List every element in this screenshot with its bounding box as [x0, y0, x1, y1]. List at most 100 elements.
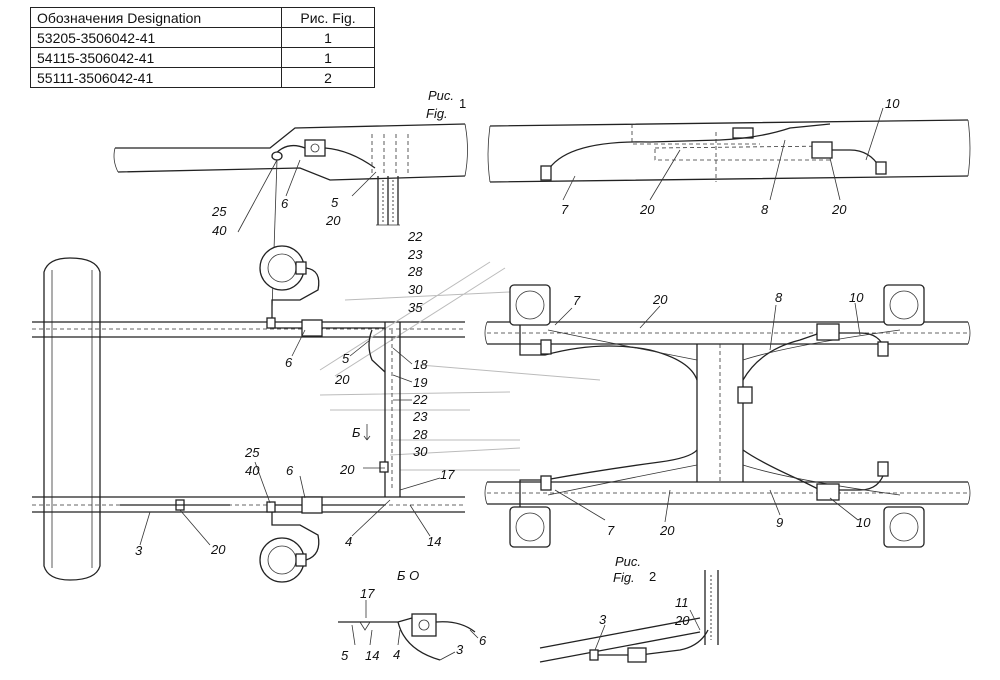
callout-7: 7 [607, 523, 615, 538]
callout-9: 9 [776, 515, 783, 530]
row-designation: 55111-3506042-41 [30, 67, 282, 88]
frame-top-edge [115, 123, 466, 149]
figure2-caption-en: Fig. [613, 570, 635, 585]
callout-22: 22 [407, 229, 423, 244]
figure1-caption-en: Fig. [426, 106, 448, 121]
table-header-row: Обозначения Designation Рис. Fig. [30, 7, 375, 28]
callout-20: 20 [339, 462, 355, 477]
fig2-chassis-plan [484, 284, 971, 548]
relay-valve-icon [301, 496, 323, 514]
callout-35: 35 [408, 300, 423, 315]
callout-5: 5 [342, 351, 350, 366]
table-row: 55111-3506042-41 2 [30, 67, 375, 88]
callout-5: 5 [331, 195, 339, 210]
callout-7: 7 [573, 293, 581, 308]
lower-frame-rail [32, 496, 465, 513]
callout-25: 25 [211, 204, 227, 219]
valve-icon [737, 386, 753, 404]
callout-20: 20 [831, 202, 847, 217]
fig2-bottom-callouts: 3 11 20 [599, 595, 690, 628]
callout-30: 30 [413, 444, 428, 459]
view-b-detail: Б О [338, 568, 479, 661]
relay-valve-icon [816, 323, 840, 341]
callout-19: 19 [413, 375, 427, 390]
frame-bottom-edge [117, 167, 466, 181]
figure2-caption-ru: Рис. [615, 554, 641, 569]
callout-5: 5 [341, 648, 349, 663]
crossmember [704, 570, 719, 645]
callout-6: 6 [286, 463, 294, 478]
callout-40: 40 [245, 463, 260, 478]
fig2-top-callouts: 10 7 20 8 20 [561, 96, 900, 217]
valve-icon [732, 127, 754, 139]
lower-frame-rail [487, 481, 968, 505]
frame-rail [489, 119, 969, 183]
callout-4: 4 [345, 534, 352, 549]
row-figure: 2 [281, 67, 375, 88]
view-b-label: Б [352, 425, 361, 440]
callout-28: 28 [412, 427, 428, 442]
callout-23: 23 [407, 247, 423, 262]
relay-valve-icon [301, 319, 323, 337]
callout-20: 20 [639, 202, 655, 217]
callout-14: 14 [365, 648, 379, 663]
fig1-chassis-plan [32, 245, 601, 583]
callout-20: 20 [659, 523, 675, 538]
crossmember-tubes [377, 176, 399, 225]
relay-valve-icon [816, 483, 840, 501]
callout-4: 4 [393, 647, 400, 662]
figure1-caption-ru: Рис. [428, 88, 454, 103]
fig1-top-callouts: 25 40 6 5 20 [211, 195, 341, 238]
fig1-top-frame-detail [113, 123, 468, 311]
callout-11: 11 [675, 595, 689, 610]
wheel-tire [43, 257, 101, 581]
callout-14: 14 [427, 534, 441, 549]
callout-40: 40 [212, 223, 227, 238]
callout-8: 8 [775, 290, 783, 305]
fig2-main-callouts: 7 20 8 10 7 20 9 10 [573, 290, 871, 538]
callout-6: 6 [479, 633, 487, 648]
callout-8: 8 [761, 202, 769, 217]
figure1-caption: Рис. Fig. 1 [426, 88, 466, 121]
callout-10: 10 [885, 96, 900, 111]
callout-20: 20 [210, 542, 226, 557]
callout-6: 6 [285, 355, 293, 370]
relay-valve-icon [411, 613, 437, 637]
callout-3: 3 [456, 642, 464, 657]
view-b-section-label: Б О [397, 568, 419, 583]
crossmember [696, 344, 744, 482]
callout-17: 17 [360, 586, 375, 601]
figure2-caption: Рис. Fig. 2 [613, 554, 656, 585]
relay-valve-icon [811, 141, 833, 159]
fig1-main-callouts: 6 5 20 18 19 22 23 28 30 20 17 4 14 25 4… [135, 351, 455, 558]
callout-18: 18 [413, 357, 428, 372]
relay-valve-icon [627, 647, 647, 663]
fig1-stack-callouts: 22 23 28 30 35 [407, 229, 423, 315]
callout-28: 28 [407, 264, 423, 279]
view-b-callouts: 17 5 14 4 3 6 [341, 586, 487, 663]
callout-22: 22 [412, 392, 428, 407]
callout-6: 6 [281, 196, 289, 211]
callout-3: 3 [135, 543, 143, 558]
figure1-number: 1 [459, 96, 466, 111]
callout-10: 10 [856, 515, 871, 530]
air-line [338, 617, 413, 623]
designation-table: Обозначения Designation Рис. Fig. 53205-… [30, 7, 375, 88]
callout-20: 20 [325, 213, 341, 228]
callout-3: 3 [599, 612, 607, 627]
callout-25: 25 [244, 445, 260, 460]
callout-23: 23 [412, 409, 428, 424]
callout-17: 17 [440, 467, 455, 482]
frame-rail [539, 617, 701, 663]
callout-7: 7 [561, 202, 569, 217]
callout-20: 20 [674, 613, 690, 628]
callout-20: 20 [334, 372, 350, 387]
fig2-bottom-frame-detail [539, 570, 719, 663]
callout-30: 30 [408, 282, 423, 297]
callout-10: 10 [849, 290, 864, 305]
fig2-top-frame-detail [487, 107, 971, 201]
upper-frame-rail [32, 321, 465, 338]
figure2-number: 2 [649, 569, 656, 584]
relay-valve-icon [304, 139, 326, 157]
